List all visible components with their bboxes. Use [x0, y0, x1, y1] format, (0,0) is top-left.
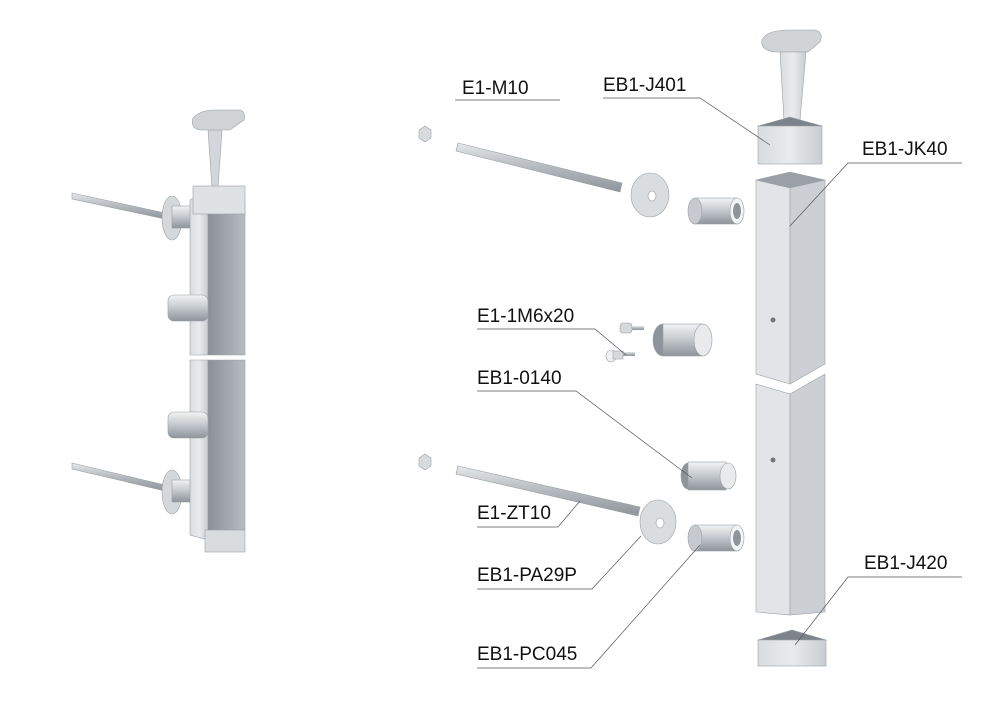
label-eb1-pa29p: EB1-PA29P — [477, 565, 577, 586]
label-e1-1m6x20: E1-1M6x20 — [477, 306, 574, 327]
label-eb1-jk40: EB1-JK40 — [862, 139, 948, 160]
part-washer-bottom — [639, 499, 677, 545]
label-eb1-j401: EB1-J401 — [603, 75, 686, 96]
part-handrail-saddle — [761, 29, 822, 121]
part-top-connector — [756, 116, 824, 165]
callout-eb1-j420: EB1-J420 — [794, 553, 962, 646]
callout-eb1-0140: EB1-0140 — [477, 368, 693, 479]
label-eb1-j420: EB1-J420 — [864, 553, 947, 574]
callout-e1-m10: E1-M10 — [455, 78, 560, 101]
assembled-lower-rod — [71, 462, 193, 515]
part-nut-top — [418, 125, 432, 143]
part-washer-top — [630, 172, 670, 218]
callout-eb1-jk40: EB1-JK40 — [789, 139, 962, 227]
assembled-post — [189, 189, 246, 553]
part-glass-clamp-upper — [652, 323, 713, 357]
label-e1-m10: E1-M10 — [462, 78, 529, 99]
callout-e1-1m6x20: E1-1M6x20 — [477, 306, 627, 356]
callout-eb1-pa29p: EB1-PA29P — [477, 535, 642, 590]
part-post — [755, 171, 826, 616]
label-eb1-pc045: EB1-PC045 — [477, 644, 577, 665]
label-eb1-0140: EB1-0140 — [477, 368, 562, 389]
part-sleeve-top — [687, 197, 745, 225]
callout-eb1-pc045: EB1-PC045 — [477, 544, 701, 669]
assembled-glass-clamps — [167, 294, 209, 439]
part-threaded-rod-top — [455, 142, 623, 193]
label-e1-zt10: E1-ZT10 — [477, 503, 551, 524]
assembled-upper-rod — [71, 192, 193, 241]
part-threaded-rod-bottom — [455, 465, 641, 517]
part-screws — [605, 322, 644, 363]
part-end-cap — [756, 629, 828, 667]
part-glass-clamp-lower — [680, 461, 737, 491]
callout-e1-zt10: E1-ZT10 — [477, 500, 581, 528]
callout-eb1-j401: EB1-J401 — [603, 75, 771, 146]
part-sleeve-bottom — [687, 524, 745, 552]
part-nut-bottom — [418, 453, 432, 471]
assembled-top-connector — [192, 109, 246, 215]
assembled-post-view — [71, 109, 246, 553]
